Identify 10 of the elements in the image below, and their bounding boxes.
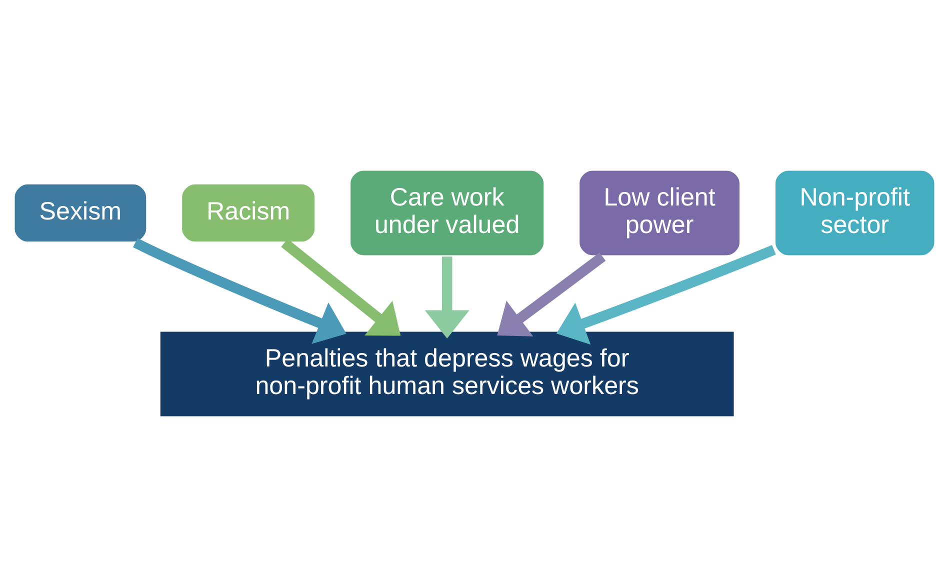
arrow (424, 256, 470, 338)
arrow (133, 238, 346, 344)
arrow (497, 252, 606, 336)
node-box: Care work under valued (348, 168, 546, 258)
arrow (556, 244, 776, 344)
node-box: Low client power (577, 168, 742, 258)
node-box: Racism (180, 182, 317, 244)
node-box: Penalties that depress wages for non-profit human services workers (158, 328, 736, 418)
node-box: Non-profit sector (773, 168, 937, 258)
node-box: Sexism (12, 182, 148, 244)
